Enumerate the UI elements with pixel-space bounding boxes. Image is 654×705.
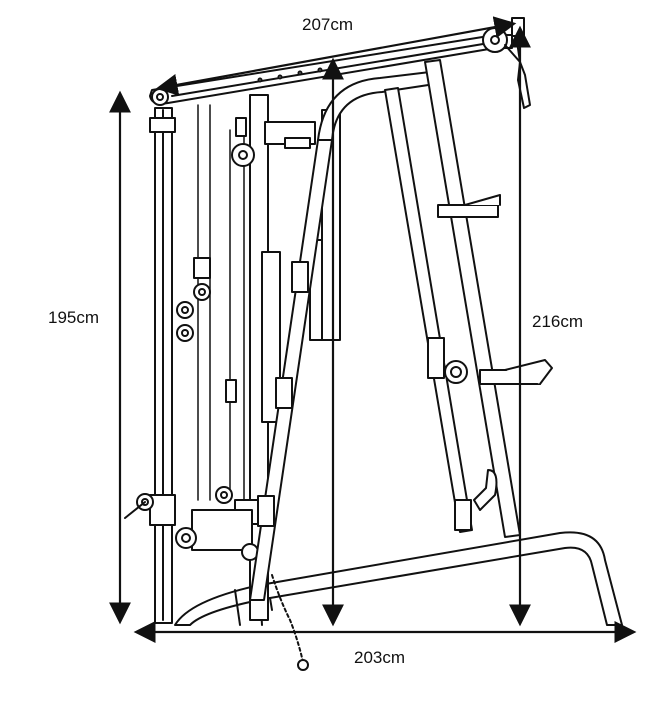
right-height-label: 216cm [530,312,586,332]
rear-post [424,59,553,538]
width-label: 207cm [300,15,356,35]
left-upright [149,107,176,624]
cable-system [124,104,259,561]
top-beam [149,27,513,106]
depth-label: 203cm [352,648,408,668]
width-arrow [155,16,517,96]
chain [271,574,309,671]
top-pulley-handle [504,17,531,109]
back-rail [384,87,473,533]
left-height-label: 195cm [46,308,102,328]
